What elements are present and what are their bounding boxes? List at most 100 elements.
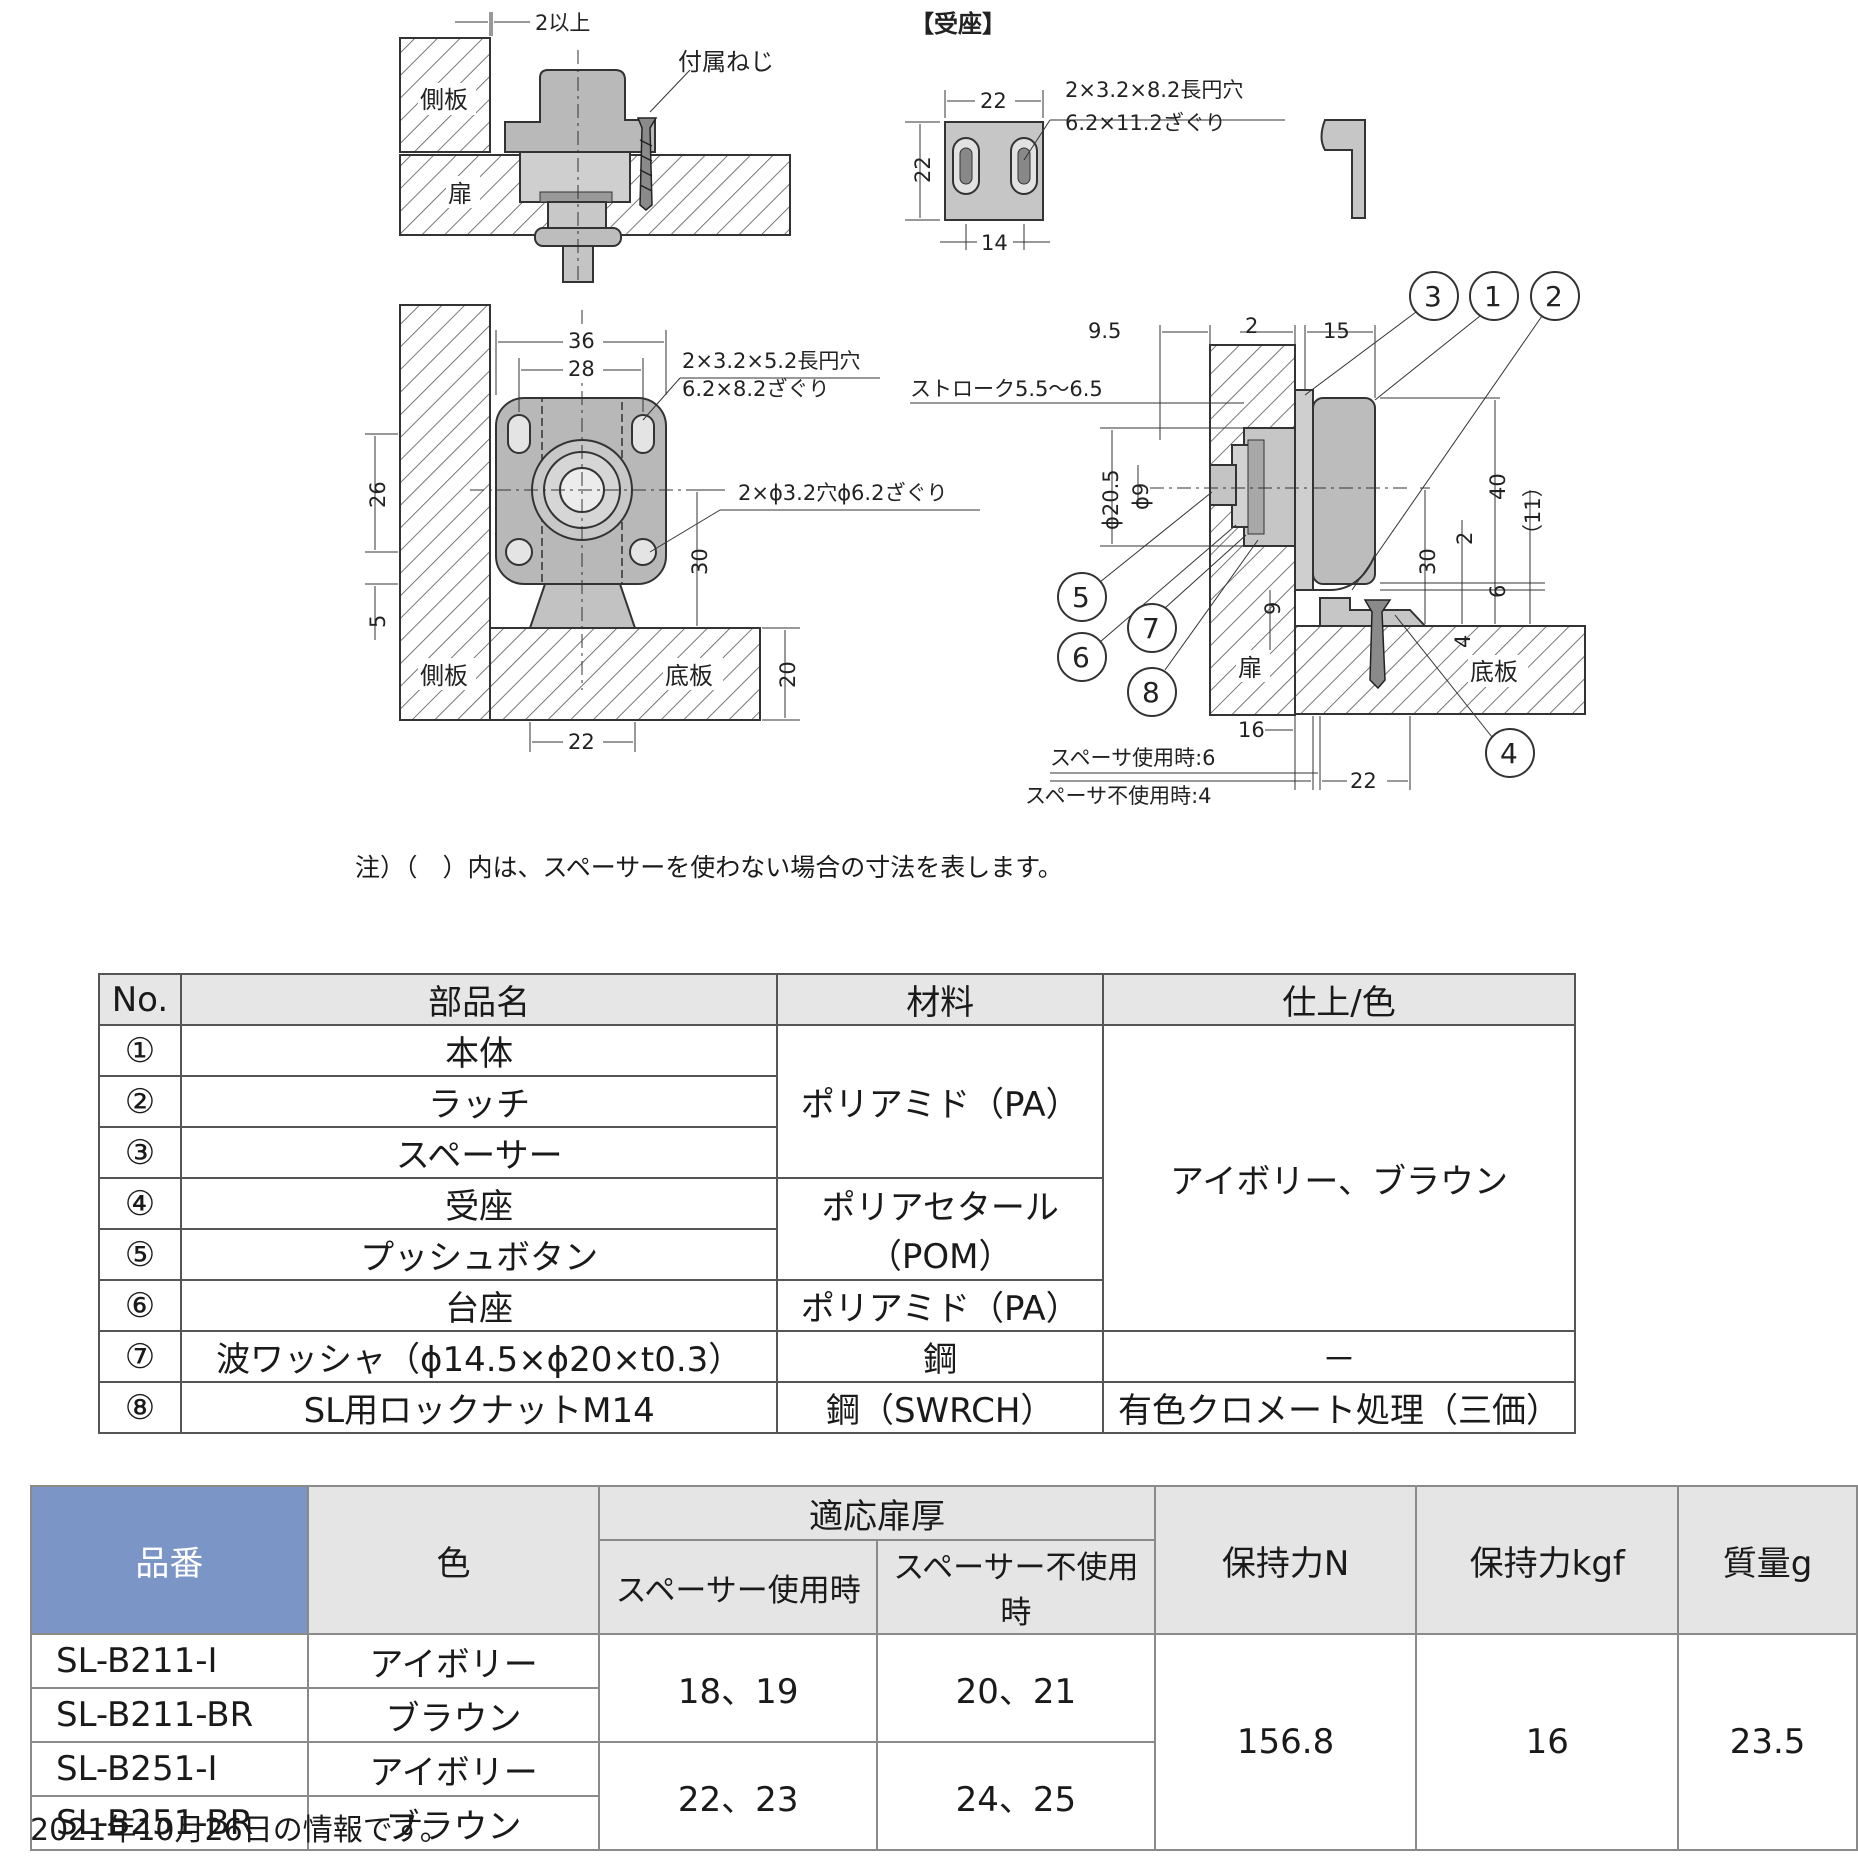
side-section-view: 9.5 2 15 ストローク5.5～6.5 ϕ20.5 ϕ9 40 30 2 6… [910, 271, 1586, 808]
receiver-pitch: 14 [981, 231, 1008, 255]
table-row: ④ 受座 ポリアセタール（POM） [98, 1177, 1575, 1281]
table-row: ③ スペーサー [98, 1126, 1575, 1179]
screw-label: 付属ねじ [678, 48, 774, 76]
part-no: ② [98, 1075, 182, 1128]
svg-text:3: 3 [1424, 280, 1442, 313]
dim-9: 9 [1261, 602, 1285, 615]
note-text: 注）（ ）内は、スペーサーを使わない場合の寸法を表します。 [355, 853, 1063, 882]
header-without-spacer: スペーサー不使用時 [876, 1539, 1156, 1635]
with-spacer-1: 18、19 [598, 1633, 879, 1743]
table-row: SL-B251-BR ブラウン [30, 1795, 1857, 1851]
svg-text:4: 4 [1500, 737, 1518, 770]
dim-5: 5 [366, 615, 390, 628]
finish-dash: － [1102, 1330, 1576, 1383]
header-part-name: 部品名 [179, 973, 779, 1026]
callout-4: 4 [1394, 614, 1535, 778]
slot-line1: 2×3.2×5.2長円穴 [682, 349, 860, 373]
part-name: ラッチ [179, 1075, 779, 1128]
color: アイボリー [306, 1741, 601, 1797]
dim-6: 6 [1486, 585, 1510, 598]
svg-text:1: 1 [1484, 280, 1502, 313]
header-color: 色 [306, 1485, 601, 1635]
finish-color: アイボリー、ブラウン [1102, 1024, 1576, 1332]
part-no: ① [98, 1024, 182, 1077]
dim-30: 30 [688, 548, 712, 575]
hole-label: 2×ϕ3.2穴ϕ6.2ざぐり [738, 481, 947, 505]
header-finish: 仕上/色 [1102, 973, 1576, 1026]
stroke-label: ストローク5.5～6.5 [910, 377, 1103, 401]
phi-20-5: ϕ20.5 [1099, 469, 1123, 530]
part-number: SL-B251-BR [30, 1795, 309, 1851]
part-no: ⑧ [98, 1381, 182, 1434]
material-pom: ポリアセタール（POM） [776, 1177, 1105, 1281]
material-pa: ポリアミド（PA） [776, 1024, 1105, 1179]
header-door-thickness: 適応扉厚 [598, 1485, 1156, 1541]
dim-2: 2 [1245, 314, 1258, 338]
svg-text:8: 8 [1142, 676, 1160, 709]
part-name: スペーサー [179, 1126, 779, 1179]
gap-label: 2以上 [535, 11, 590, 35]
spacer-unused-label: スペーサ不使用時:4 [1025, 784, 1212, 808]
color: アイボリー [306, 1633, 601, 1689]
holding-kgf: 16 [1415, 1633, 1680, 1851]
holding-n: 156.8 [1153, 1633, 1418, 1851]
table-row: ⑧ SL用ロックナットM14 鋼（SWRCH） 有色クロメート処理（三価） [98, 1381, 1576, 1434]
phi-9: ϕ9 [1129, 483, 1153, 510]
door-section-view: 2以上 付属ねじ 側板 扉 [399, 11, 791, 285]
callout-1: 1 [1374, 271, 1519, 401]
without-spacer-2: 24、25 [876, 1741, 1156, 1851]
callout-3: 3 [1304, 271, 1459, 396]
receiver-title: 【受座】 [910, 10, 1006, 38]
callout-7: 7 [1127, 534, 1247, 653]
table-row: ② ラッチ [98, 1075, 1575, 1128]
header-with-spacer: スペーサー使用時 [598, 1539, 879, 1635]
part-name: プッシュボタン [179, 1228, 779, 1281]
bottom-panel-label: 底板 [665, 662, 713, 690]
dim-28: 28 [568, 357, 595, 381]
header-mass: 質量g [1677, 1485, 1858, 1635]
with-spacer-2: 22、23 [598, 1741, 879, 1851]
dim-30-right: 30 [1416, 548, 1440, 575]
finish-chromate: 有色クロメート処理（三価） [1102, 1381, 1576, 1434]
material-steel: 鋼 [776, 1330, 1105, 1383]
technical-drawing: 2以上 付属ねじ 側板 扉 【受座】 22 22 14 2×3.2×8.2長 [365, 10, 1586, 808]
part-number: SL-B251-I [30, 1741, 309, 1797]
footer-date: 2021年10月26日の情報です。 [30, 1813, 450, 1848]
receiver-hole-line2: 6.2×11.2ざぐり [1065, 111, 1226, 135]
table-row: ⑦ 波ワッシャ（ϕ14.5×ϕ20×t0.3） 鋼 － [98, 1330, 1576, 1383]
part-no: ⑤ [98, 1228, 182, 1281]
part-name: SL用ロックナットM14 [179, 1381, 779, 1434]
svg-text:6: 6 [1072, 641, 1090, 674]
callout-2: 2 [1351, 271, 1580, 591]
part-no: ④ [98, 1177, 182, 1230]
header-holding-kgf: 保持力kgf [1415, 1485, 1680, 1635]
dim-4: 4 [1451, 635, 1475, 648]
color: ブラウン [306, 1687, 601, 1743]
part-number: SL-B211-BR [30, 1687, 309, 1743]
header-part-no: 品番 [30, 1485, 309, 1635]
mass: 23.5 [1677, 1633, 1858, 1851]
receiver-height: 22 [911, 156, 935, 183]
receiver-width: 22 [980, 89, 1007, 113]
dim-11: （11） [1521, 476, 1545, 545]
header-holding-n: 保持力N [1153, 1485, 1418, 1635]
table-row: SL-B251-I アイボリー 22、23 24、25 [30, 1741, 1857, 1851]
part-number: SL-B211-I [30, 1633, 309, 1689]
part-no: ⑦ [98, 1330, 182, 1383]
part-name: 波ワッシャ（ϕ14.5×ϕ20×t0.3） [179, 1330, 779, 1383]
model-table: 品番 色 適応扉厚 保持力N 保持力kgf 質量g スペーサー使用時 スペーサー… [30, 1485, 1858, 1851]
dim-22: 22 [568, 730, 595, 754]
callout-6: 6 [1057, 524, 1237, 682]
spacer-used-label: スペーサ使用時:6 [1050, 746, 1216, 770]
svg-text:5: 5 [1072, 581, 1090, 614]
dim-22-right: 22 [1350, 769, 1377, 793]
dim-15: 15 [1323, 319, 1350, 343]
header-material: 材料 [776, 973, 1105, 1026]
svg-text:7: 7 [1142, 612, 1160, 645]
parts-header-row: No. 部品名 材料 仕上/色 [98, 973, 1576, 1026]
part-name: 受座 [179, 1177, 779, 1230]
without-spacer-1: 20、21 [876, 1633, 1156, 1743]
door-label-right: 扉 [1238, 654, 1262, 682]
part-no: ③ [98, 1126, 182, 1179]
table-row: ⑥ 台座 ポリアミド（PA） [98, 1279, 1575, 1332]
